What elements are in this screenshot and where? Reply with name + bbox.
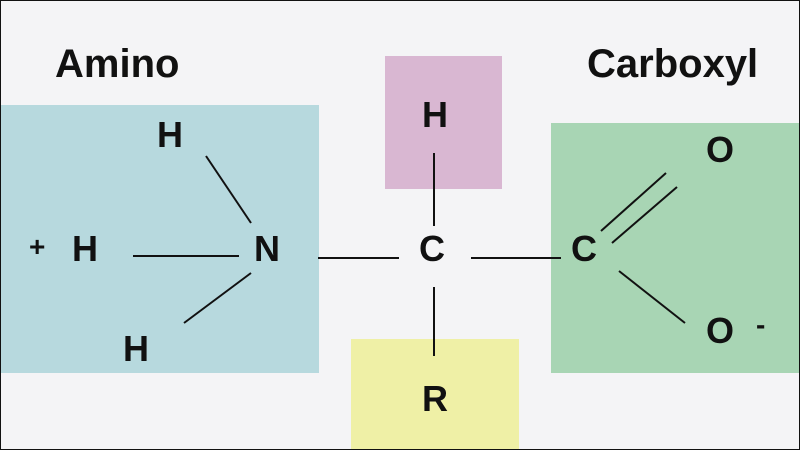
negative-charge: -	[756, 309, 766, 340]
amino-title: Amino	[55, 42, 180, 86]
amino-h-top-atom: H	[157, 114, 183, 155]
carboxyl-group-region	[551, 123, 799, 373]
side-chain-region	[351, 339, 519, 449]
carbonyl-oxygen-atom: O	[706, 129, 735, 170]
amino-h-bottom-atom: H	[123, 328, 149, 369]
amino-group-region	[1, 105, 319, 373]
bond-n-h-top	[205, 155, 252, 224]
hydroxyl-oxygen-atom: O	[706, 310, 735, 351]
carboxyl-carbon-atom: C	[571, 228, 597, 269]
bond-n-h-bottom	[183, 272, 252, 324]
carboxyl-title: Carboxyl	[587, 42, 759, 86]
bond-c-o-double-2	[611, 186, 678, 244]
alpha-hydrogen-region	[385, 56, 502, 189]
alpha-hydrogen-atom: H	[422, 94, 448, 135]
side-chain-r-atom: R	[422, 378, 448, 419]
bond-c-o-double-1	[600, 172, 667, 232]
positive-charge: +	[29, 231, 46, 262]
amino-h-left-atom: H	[72, 228, 98, 269]
bond-c-o-single	[618, 270, 686, 324]
nitrogen-atom: N	[254, 228, 280, 269]
alpha-carbon-atom: C	[419, 228, 445, 269]
